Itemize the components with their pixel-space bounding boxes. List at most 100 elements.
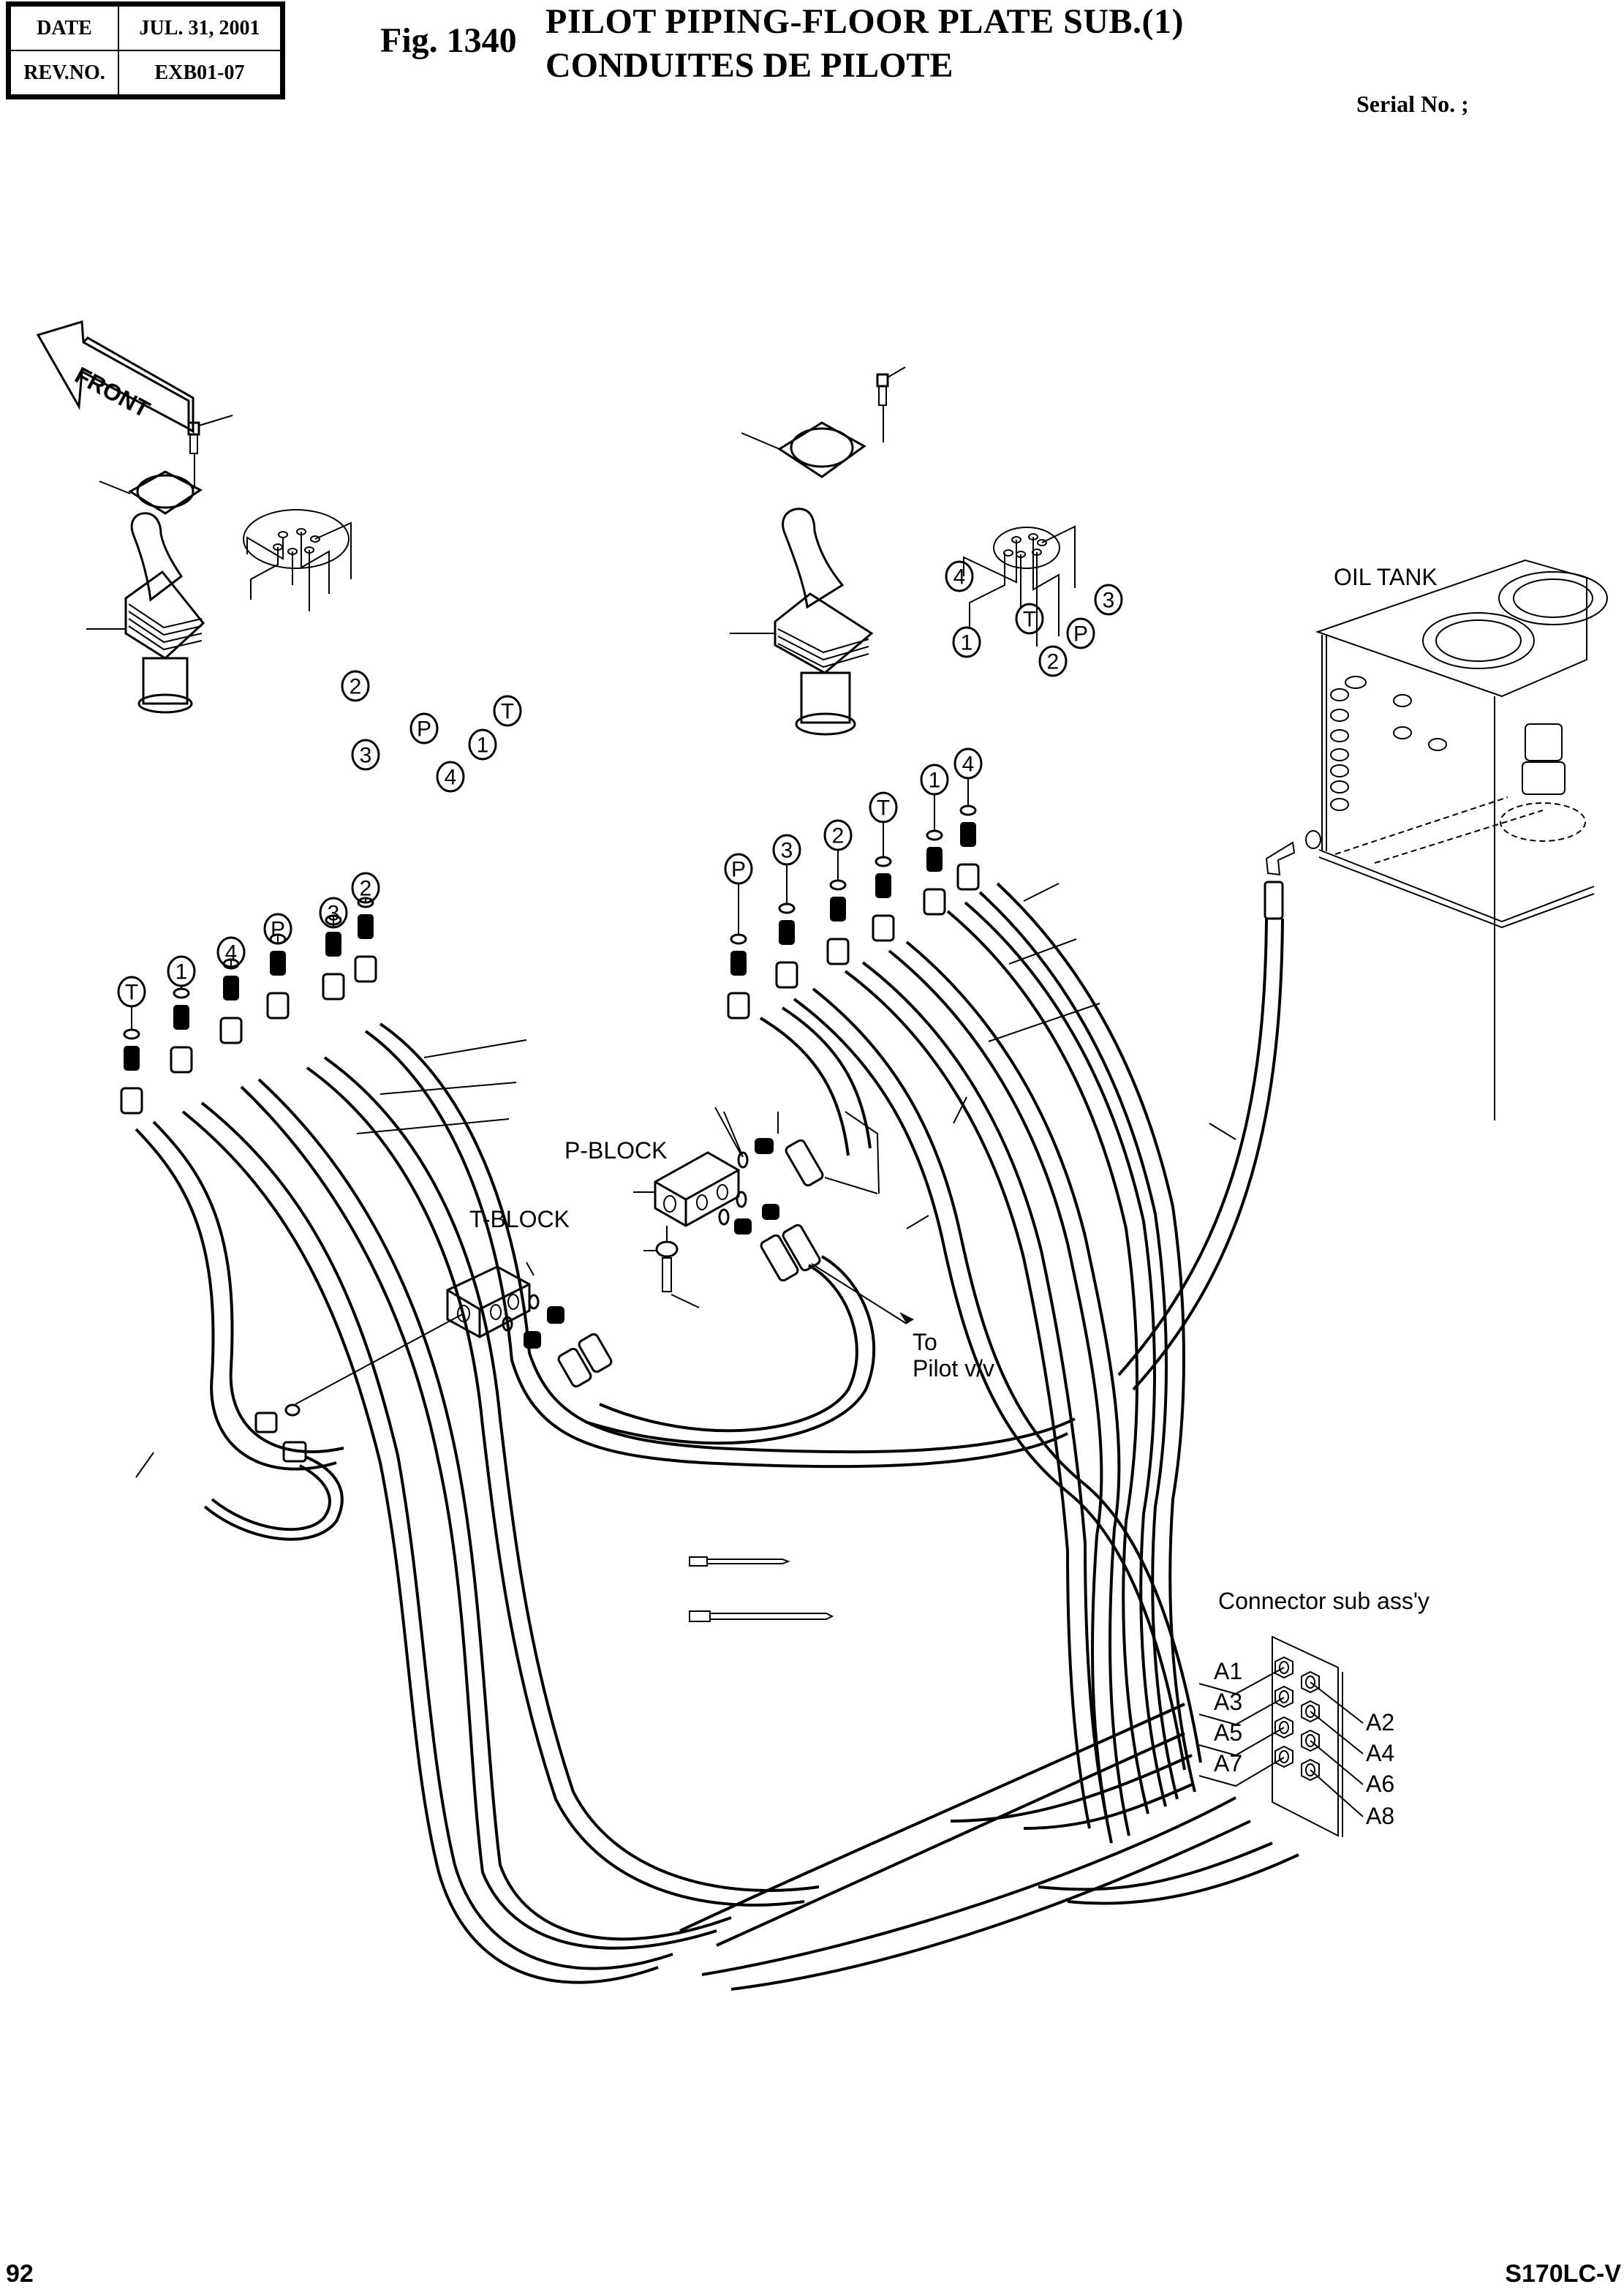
svg-text:P: P (417, 717, 431, 742)
svg-text:P: P (1073, 622, 1088, 647)
date-value: JUL. 31, 2001 (118, 3, 284, 51)
left-fitting-T-label: T (117, 976, 146, 1008)
left-fittings: T 1 4 P 32 (117, 872, 380, 1115)
right-fitting-T-label: T (869, 791, 898, 824)
svg-text:4: 4 (953, 565, 966, 589)
connector-nut-icon (1301, 1700, 1320, 1723)
right-fitting-3-label: 3 (772, 834, 801, 866)
svg-text:T: T (125, 981, 138, 1005)
left-fitting-2: 2 (351, 872, 380, 983)
connector-port-A1: A1 (1214, 1658, 1242, 1684)
svg-text:T: T (501, 700, 514, 724)
svg-text:4: 4 (225, 941, 238, 965)
serial-number-label: Serial No. ; (1356, 91, 1469, 117)
connector-nut-icon (1301, 1729, 1320, 1752)
svg-text:P: P (731, 858, 746, 882)
svg-text:2: 2 (350, 675, 362, 699)
svg-text:3: 3 (1103, 589, 1115, 613)
cable-tie-long-icon (689, 1610, 834, 1622)
page-number: 92 (6, 2260, 34, 2288)
connector-nut-icon (1301, 1758, 1320, 1782)
title-french: CONDUITES DE PILOTE (545, 46, 953, 85)
tank-elbow-fitting-icon (1265, 830, 1321, 876)
right-bolt-icon (876, 366, 906, 442)
svg-text:3: 3 (781, 839, 793, 863)
svg-text:T: T (877, 796, 890, 821)
p-block-icon (584, 1107, 914, 1445)
cable-tie-short-icon (689, 1556, 790, 1567)
svg-text:4: 4 (445, 766, 457, 790)
right-fitting-2-label: 2 (823, 819, 853, 851)
left-mount-plate-icon (99, 470, 203, 515)
left-port-label-3: 3 (351, 739, 380, 771)
oil-tank-label: OIL TANK (1334, 564, 1438, 590)
left-fitting-3: 3 (319, 897, 348, 1000)
oil-tank-icon (1315, 559, 1608, 1120)
right-port-label-4: 4 (945, 560, 974, 592)
right-fitting-4: 4 (953, 747, 983, 891)
svg-text:P: P (271, 918, 285, 942)
svg-text:4: 4 (962, 753, 975, 777)
connector-port-A5: A5 (1214, 1719, 1242, 1746)
revision-table: DATE JUL. 31, 2001 REV.NO. EXB01-07 (6, 1, 285, 99)
svg-text:1: 1 (477, 734, 489, 758)
connector-sub-assy-label: Connector sub ass'y (1218, 1588, 1430, 1614)
right-fitting-T: T (869, 791, 898, 942)
title-english: PILOT PIPING-FLOOR PLATE SUB.(1) (545, 2, 1184, 41)
svg-text:1: 1 (175, 960, 188, 984)
svg-text:2: 2 (1047, 650, 1060, 674)
left-bolt-icon (187, 415, 233, 489)
right-fitting-2: 2 (823, 819, 853, 965)
connector-plate-icon (1272, 1635, 1343, 1837)
connector-port-A8: A8 (1366, 1803, 1394, 1829)
left-port-diagram (243, 509, 352, 611)
right-mount-plate-icon (741, 421, 866, 478)
rev-label: REV.NO. (7, 50, 119, 98)
left-fitting-1-label: 1 (167, 955, 196, 987)
right-port-label-P: P (1066, 617, 1095, 649)
connector-nut-icon (1274, 1745, 1293, 1768)
model-number: S170LC-V (1505, 2260, 1621, 2288)
t-block-label: T-BLOCK (469, 1206, 570, 1232)
connector-port-A2: A2 (1366, 1709, 1394, 1736)
right-fitting-P-label: P (724, 853, 753, 885)
date-label: DATE (7, 3, 119, 51)
connector-port-A4: A4 (1366, 1740, 1394, 1766)
svg-text:2: 2 (832, 824, 845, 848)
connector-nuts (1274, 1656, 1320, 1782)
right-fitting-3: 3 (772, 834, 801, 989)
right-fitting-4-label: 4 (953, 747, 983, 780)
right-fitting-1-label: 1 (920, 764, 949, 796)
front-arrow-label: FRONT (71, 361, 155, 423)
left-fitting-P-label: P (263, 913, 292, 945)
right-port-label-3: 3 (1094, 584, 1123, 616)
connector-port-A7: A7 (1214, 1750, 1242, 1776)
p-block-label: P-BLOCK (564, 1137, 667, 1164)
to-pilot-label-to: To (913, 1329, 937, 1355)
connector-hose-bundle (679, 1703, 1299, 1991)
right-port-label-2: 2 (1038, 645, 1068, 677)
left-port-label-P: P (409, 712, 439, 745)
connector-nut-icon (1274, 1685, 1293, 1708)
right-joystick-icon (730, 508, 874, 736)
svg-text:1: 1 (961, 631, 973, 655)
left-port-label-2: 2 (341, 670, 370, 702)
left-port-label-1: 1 (468, 728, 497, 761)
right-fittings: P 3 2 T 14 (724, 747, 983, 1020)
connector-port-A6: A6 (1366, 1771, 1394, 1797)
left-fitting-4-label: 4 (216, 936, 246, 968)
left-port-label-4: 4 (436, 761, 465, 793)
t-block-icon (135, 1262, 613, 1541)
left-joystick-icon (86, 512, 205, 714)
svg-text:T: T (1023, 608, 1036, 632)
svg-text:3: 3 (328, 902, 340, 926)
right-port-label-1: 1 (952, 626, 981, 658)
right-port-label-T: T (1015, 603, 1044, 635)
left-fitting-1: 1 (167, 955, 196, 1074)
svg-text:3: 3 (360, 744, 372, 768)
right-fitting-P: P (724, 853, 753, 1020)
